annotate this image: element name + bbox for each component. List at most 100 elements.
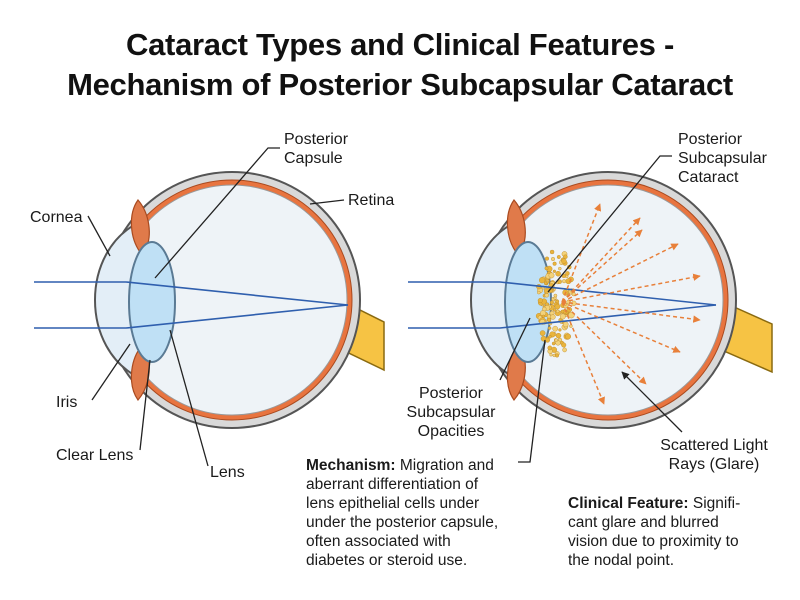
opacity-dot [553,293,558,298]
label-lens: Lens [210,464,245,481]
opacity-dot [545,337,551,343]
right-ray-1 [408,281,717,306]
leader-scattered [621,371,683,433]
opacity-dot [555,353,560,358]
label-cornea: Cornea [30,209,83,226]
label-opacities-line-2: Subcapsular [406,404,496,421]
clinical-feature-line-1: Signifi- [688,495,741,512]
opacity-dot [560,309,565,314]
opacity-dot [558,266,562,271]
opacity-dot [552,269,556,273]
label-retina: Retina [348,192,395,209]
label-psc-line-2: Subcapsular [678,150,767,167]
clear-lens-shape [128,241,176,363]
opacity-dot [549,353,553,357]
opacity-dot [559,313,566,320]
clinical-feature-line-2: cant glare and blurred [568,514,719,531]
opacity-dot [552,308,557,312]
opacity-dot [562,279,567,284]
opacity-dot [544,266,549,271]
opacity-dot [544,281,548,285]
page-title-line-2: Mechanism of Posterior Subcapsular Catar… [67,67,733,102]
opacity-dot [557,279,562,284]
opacity-dot [545,256,550,261]
leader-mechanism [518,339,546,463]
opacity-dot [561,258,567,264]
mechanism-heading: Mechanism: [306,457,396,474]
opacity-dot [555,299,560,304]
opacity-dot [546,317,552,322]
opacity-dot [556,255,561,259]
opacity-dot [550,314,556,320]
opacity-dot [563,254,568,259]
leader-cornea [87,215,111,257]
label-scattered-light-rays: Scattered Light Rays (Glare) [654,436,774,474]
leader-iris [91,343,131,401]
leader-psc [547,155,672,293]
opacity-dot [547,345,553,351]
opacity-dot [538,277,546,284]
opacity-dot [562,347,567,353]
mechanism-line-4: under the posterior capsule, [306,514,499,531]
opacity-dot [555,333,562,339]
leader-clear-lens [139,359,151,451]
opacity-dot [556,309,560,313]
leader-opacities [499,317,531,381]
opacity-dot [548,335,552,339]
leader-retina [309,199,345,205]
opacity-dot [562,321,569,328]
clinical-feature-heading: Clinical Feature: [568,495,689,512]
opacity-dot [541,314,546,318]
label-opacities-line-1: Posterior [418,385,484,402]
label-scattered-line-2: Rays (Glare) [668,456,760,473]
opacity-dot [542,306,547,312]
leader-posterior-capsule [154,147,280,279]
label-posterior-subcapsular-opacities: Posterior Subcapsular Opacities [396,384,506,441]
mechanism-line-3: lens epithelial cells under [306,495,480,512]
mechanism-line-2: aberrant differentiation of [306,476,479,493]
scattered-glare-rays [561,203,701,405]
glare-ray [561,243,679,303]
opacity-dot [552,261,557,266]
opacity-dot [539,330,546,336]
opacity-dot [565,271,570,276]
label-scattered-line-1: Scattered Light [660,437,768,454]
opacity-dot [558,328,562,332]
right-ray-2 [408,304,717,329]
opacity-dot [554,338,558,342]
opacity-dot [552,325,559,332]
cornea-shape [94,220,141,380]
label-posterior-capsule-line-2: Capsule [284,150,343,167]
page-title-line-1: Cataract Types and Clinical Features - [126,27,674,62]
label-posterior-capsule: Posterior Capsule [284,130,348,168]
glare-ray [561,301,647,385]
opacity-dot [551,257,556,262]
label-posterior-capsule-line-1: Posterior [284,131,349,148]
leader-lens [169,329,209,467]
mechanism-note: Mechanism: Migration and aberrant differ… [306,456,546,570]
glare-ray [561,301,605,405]
label-psc-line-3: Cataract [678,169,739,186]
glare-ray [561,273,701,303]
mechanism-line-5: often associated with [306,533,451,550]
label-iris: Iris [56,394,78,411]
glare-ray [561,217,641,303]
clinical-feature-line-3: vision due to proximity to [568,533,739,550]
label-psc-line-1: Posterior [678,131,743,148]
mechanism-line-1: Migration and [395,457,494,474]
left-ray-2 [34,304,349,329]
label-clear-lens: Clear Lens [56,447,134,464]
opacity-dot [537,290,541,295]
opacity-dot [561,342,567,348]
mechanism-line-6: diabetes or steroid use. [306,552,468,569]
opacity-dot [549,249,555,255]
opacity-dot [544,293,549,298]
opacity-dot [555,271,561,277]
left-ray-1 [34,281,349,306]
opacity-dot [537,298,543,304]
right-eye [408,155,773,463]
glare-ray [561,203,602,303]
opacity-dot [547,326,552,330]
glare-ray [561,301,701,323]
